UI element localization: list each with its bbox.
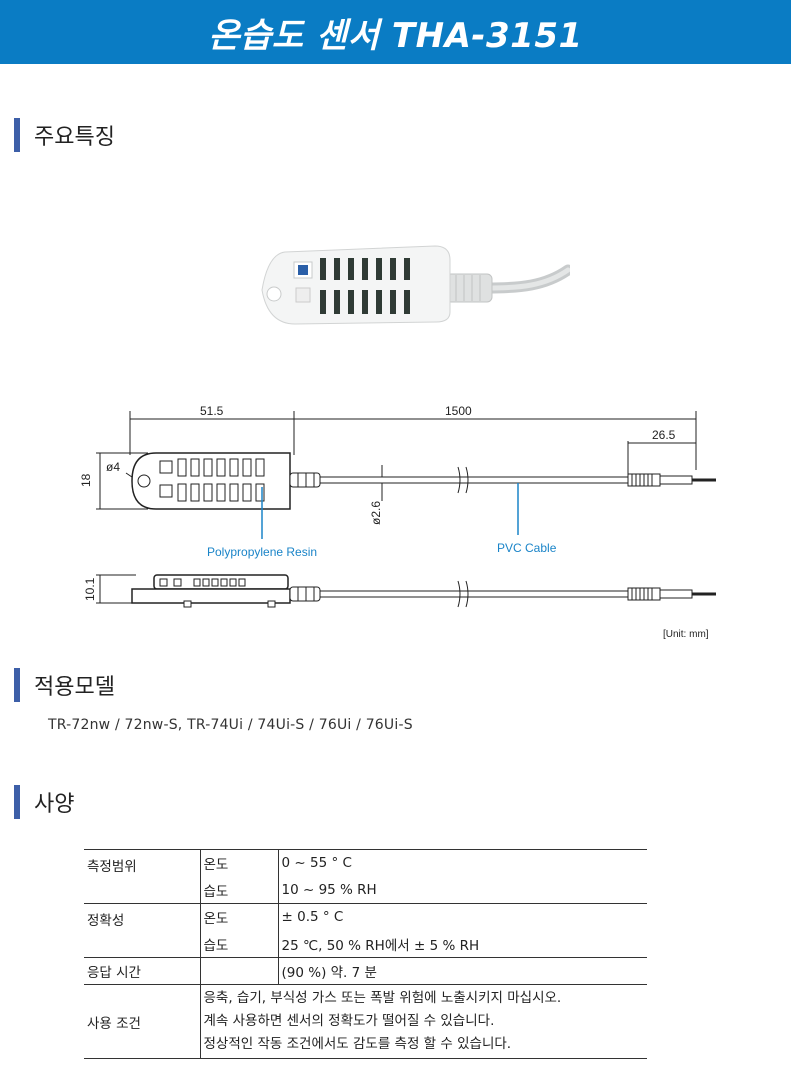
section-marker (14, 785, 20, 819)
product-photo (261, 245, 570, 325)
dimension-drawing: 51.5 1500 26.5 18 ø4 ø2.6 Polypropylene … (79, 404, 716, 640)
empty-cell (200, 957, 279, 985)
table-row: 측정범위 온도 0 ~ 55 ° C (84, 849, 647, 904)
table-cell: 응축, 습기, 부식성 가스 또는 폭발 위험에 노출시키지 마십시오. 계속 … (200, 984, 647, 1059)
dim-cable-dia: ø2.6 (369, 501, 383, 525)
dim-plug-length: 26.5 (652, 428, 676, 442)
table-row: 습도 10 ~ 95 % RH (84, 876, 647, 904)
section-features-label: 주요특징 (34, 125, 115, 150)
dim-height: 18 (79, 473, 93, 487)
dim-body-length: 51.5 (200, 404, 224, 418)
row-header: 응답 시간 (84, 957, 201, 985)
condition-line: 계속 사용하면 센서의 정확도가 떨어질 수 있습니다. (203, 1013, 495, 1029)
section-spec-label: 사양 (34, 792, 75, 817)
section-spec-heading: 사양 (14, 785, 74, 819)
table-cell: 10 ~ 95 % RH (281, 881, 377, 898)
dim-thickness: 10.1 (83, 577, 97, 601)
label-resin: Polypropylene Resin (207, 545, 317, 559)
table-cell: 0 ~ 55 ° C (278, 849, 647, 877)
condition-line: 정상적인 작동 조건에서도 감도를 측정 할 수 있습니다. (203, 1036, 512, 1052)
sub-header: 습도 (200, 930, 279, 958)
condition-line: 응축, 습기, 부식성 가스 또는 폭발 위험에 노출시키지 마십시오. (203, 990, 562, 1006)
sub-header: 온도 (200, 849, 279, 877)
row-header: 사용 조건 (84, 984, 201, 1059)
table-cell: (90 %) 약. 7 분 (278, 957, 647, 985)
section-marker (14, 668, 20, 702)
row-header: 측정범위 (84, 849, 201, 904)
table-row: 응답 시간 (90 %) 약. 7 분 (84, 957, 647, 985)
table-row: 사용 조건 응축, 습기, 부식성 가스 또는 폭발 위험에 노출시키지 마십시… (84, 984, 647, 1059)
unit-note: [Unit: mm] (663, 629, 709, 640)
sub-header: 습도 (200, 876, 279, 904)
dim-cable-length: 1500 (445, 404, 472, 418)
spec-table: 측정범위 온도 0 ~ 55 ° C 습도 10 ~ 95 % RH 정확성 온… (84, 849, 647, 1059)
table-cell: 25 ℃, 50 % RH에서 ± 5 % RH (281, 937, 480, 954)
table-row: 습도 25 ℃, 50 % RH에서 ± 5 % RH (84, 930, 647, 958)
label-cable: PVC Cable (497, 541, 557, 555)
header-banner: 온습도 센서 THA-3151 (0, 0, 791, 64)
row-header: 정확성 (84, 903, 201, 958)
model-list: TR-72nw / 72nw-S, TR-74Ui / 74Ui-S / 76U… (48, 717, 413, 733)
table-cell: ± 0.5 ° C (278, 903, 647, 931)
dim-hole: ø4 (106, 460, 120, 474)
sub-header: 온도 (200, 903, 279, 931)
section-models-label: 적용모델 (34, 675, 115, 700)
table-row: 정확성 온도 ± 0.5 ° C (84, 903, 647, 958)
section-models-heading: 적용모델 (14, 668, 115, 702)
page-title: 온습도 센서 THA-3151 (208, 15, 583, 56)
section-features-heading: 주요특징 (14, 118, 115, 152)
section-marker (14, 118, 20, 152)
